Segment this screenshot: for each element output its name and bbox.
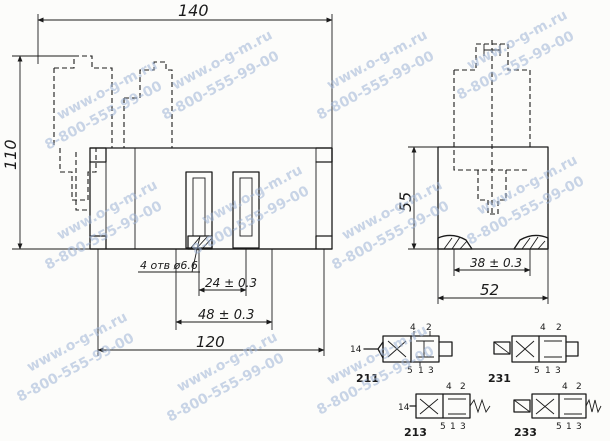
symbol-code-233: 233 <box>514 426 537 439</box>
svg-text:4: 4 <box>410 323 416 333</box>
dim-overall-height: 110 <box>1 139 20 170</box>
svg-text:1: 1 <box>545 366 551 376</box>
svg-text:4: 4 <box>446 382 452 392</box>
valve-symbol-233: 4 2 5 1 3 233 <box>513 382 602 439</box>
valve-symbol-211: 14 4 2 5 1 3 211 <box>350 323 453 385</box>
dim-width: 52 <box>480 281 499 299</box>
dim-hole-spacing-38: 38 ± 0.3 <box>470 256 522 270</box>
svg-text:1: 1 <box>418 366 424 376</box>
svg-text:5: 5 <box>440 422 446 432</box>
svg-text:4: 4 <box>540 323 546 333</box>
svg-text:14: 14 <box>398 403 410 413</box>
symbol-code-231: 231 <box>488 372 511 385</box>
side-view: 55 38 ± 0.3 52 <box>396 40 549 304</box>
front-view: 140 110 4 отв ø6.6 24 ± 0.3 48 ± 0.3 120 <box>1 1 333 356</box>
symbol-code-211: 211 <box>356 372 379 385</box>
dim-body-height: 55 <box>396 192 415 212</box>
svg-text:14: 14 <box>350 345 362 355</box>
svg-text:5: 5 <box>534 366 540 376</box>
watermark-layer: www.o-g-m.ru 8-800-555-99-00 www.o-g-m.r… <box>14 7 587 425</box>
svg-text:2: 2 <box>576 382 582 392</box>
mounting-slot-left <box>185 171 213 249</box>
svg-text:3: 3 <box>460 422 466 432</box>
mounting-slot-right <box>232 171 260 249</box>
svg-text:3: 3 <box>555 366 561 376</box>
dim-overall-length: 140 <box>178 1 209 20</box>
svg-text:1: 1 <box>450 422 456 432</box>
dim-hole-spacing-24: 24 ± 0.3 <box>205 276 257 290</box>
svg-text:2: 2 <box>460 382 466 392</box>
dim-hole-spacing-48: 48 ± 0.3 <box>198 308 254 323</box>
symbol-code-213: 213 <box>404 426 427 439</box>
svg-text:5: 5 <box>556 422 562 432</box>
svg-text:3: 3 <box>576 422 582 432</box>
dim-holes-note: 4 отв ø6.6 <box>140 259 198 272</box>
dim-mount-spacing: 120 <box>196 333 225 351</box>
svg-text:4: 4 <box>562 382 568 392</box>
valve-symbol-213: 14 4 2 5 1 3 213 <box>398 382 491 439</box>
solenoid-outline <box>54 55 113 148</box>
svg-text:1: 1 <box>566 422 572 432</box>
svg-text:3: 3 <box>428 366 434 376</box>
svg-text:2: 2 <box>426 323 432 333</box>
svg-text:2: 2 <box>556 323 562 333</box>
valve-body-side <box>437 146 549 250</box>
svg-text:5: 5 <box>407 366 413 376</box>
valve-symbol-231: 4 2 5 1 3 231 <box>488 323 579 385</box>
